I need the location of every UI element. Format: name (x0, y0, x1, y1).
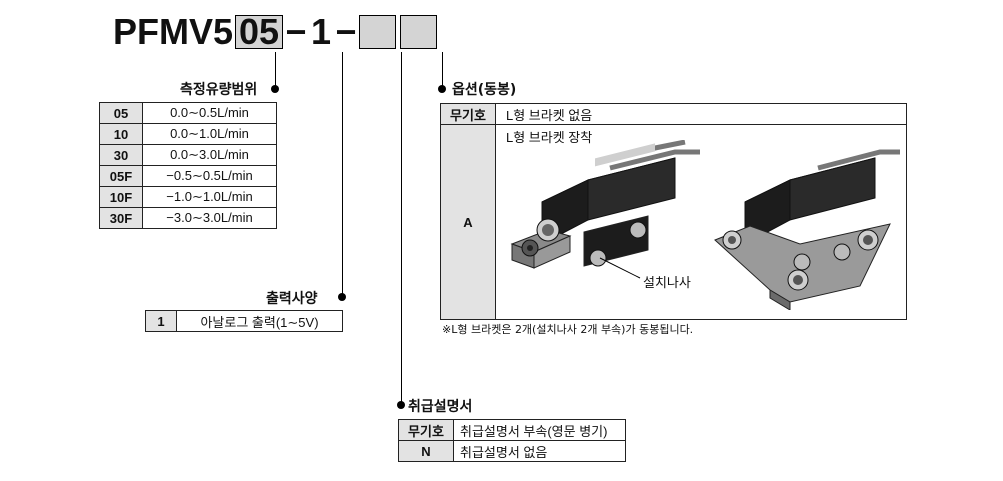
option-dot (438, 85, 446, 93)
table-row: 05F −0.5∼0.5L/min (99, 165, 277, 187)
manual-title: 취급설명서 (408, 399, 473, 415)
dash-1: − (285, 11, 307, 52)
output-code-cell: 1 (145, 310, 177, 332)
flow-code-cell: 10F (99, 186, 143, 208)
flow-code-cell: 10 (99, 123, 143, 145)
connector-output-v (342, 52, 343, 297)
flow-code-cell: 30 (99, 144, 143, 166)
option-value-cell: L형 브라켓 없음 (495, 103, 907, 125)
table-row: 05 0.0∼0.5L/min (99, 102, 277, 124)
flow-range-dot (271, 85, 279, 93)
table-row: 10 0.0∼1.0L/min (99, 123, 277, 145)
flow-range-title: 측정유량범위 (180, 82, 258, 98)
flow-value-cell: 0.0∼1.0L/min (142, 123, 277, 145)
table-row: N 취급설명서 없음 (398, 440, 626, 462)
flow-code-cell: 05F (99, 165, 143, 187)
option-code-cell: 무기호 (440, 103, 496, 125)
option-note: ※L형 브라켓은 2개(설치나사 2개 부속)가 동봉됩니다. (442, 323, 694, 336)
flow-value-cell: −3.0∼3.0L/min (142, 207, 277, 229)
option-code-box (359, 15, 397, 49)
manual-value-cell: 취급설명서 없음 (453, 440, 626, 462)
flow-value-cell: −1.0∼1.0L/min (142, 186, 277, 208)
connector-flow-v (275, 52, 276, 89)
flow-code-box: 05 (235, 14, 284, 50)
connector-option-v (442, 52, 443, 89)
dash-2: − (335, 11, 357, 52)
flow-value-cell: 0.0∼0.5L/min (142, 102, 277, 124)
screw-label: 설치나사 (643, 276, 691, 291)
bracket-illustration (510, 140, 900, 310)
sensor-right-illustration (714, 149, 900, 310)
option-title: 옵션(동봉) (452, 82, 517, 98)
output-spec-table: 1 아날로그 출력(1∼5V) (145, 310, 343, 332)
model-prefix: PFMV5 (113, 11, 234, 52)
table-row: 30 0.0∼3.0L/min (99, 144, 277, 166)
flow-range-table: 05 0.0∼0.5L/min 10 0.0∼1.0L/min 30 0.0∼3… (99, 102, 277, 229)
option-a-label: L형 브라켓 장착 (506, 130, 593, 145)
output-spec-title: 출력사양 (266, 291, 318, 307)
manual-table: 무기호 취급설명서 부속(영문 병기) N 취급설명서 없음 (398, 419, 626, 462)
manual-value-cell: 취급설명서 부속(영문 병기) (453, 419, 626, 441)
output-value-cell: 아날로그 출력(1∼5V) (176, 310, 343, 332)
manual-dot (397, 401, 405, 409)
flow-code-cell: 05 (99, 102, 143, 124)
manual-code-cell: 무기호 (398, 419, 454, 441)
flow-value-cell: −0.5∼0.5L/min (142, 165, 277, 187)
connector-manual-v (401, 52, 402, 405)
table-row: 1 아날로그 출력(1∼5V) (145, 310, 343, 332)
output-spec-dot (338, 293, 346, 301)
table-row: 무기호 L형 브라켓 없음 (440, 103, 907, 125)
table-row: 10F −1.0∼1.0L/min (99, 186, 277, 208)
table-row: 30F −3.0∼3.0L/min (99, 207, 277, 229)
output-code: 1 (311, 11, 332, 52)
flow-value-cell: 0.0∼3.0L/min (142, 144, 277, 166)
sensor-left-illustration (510, 140, 700, 279)
manual-code-cell: N (398, 440, 454, 462)
flow-code-cell: 30F (99, 207, 143, 229)
option-code-cell: A (440, 124, 496, 320)
model-code: PFMV5 05 − 1 − (113, 11, 439, 52)
manual-code-box (400, 15, 438, 49)
table-row: 무기호 취급설명서 부속(영문 병기) (398, 419, 626, 441)
